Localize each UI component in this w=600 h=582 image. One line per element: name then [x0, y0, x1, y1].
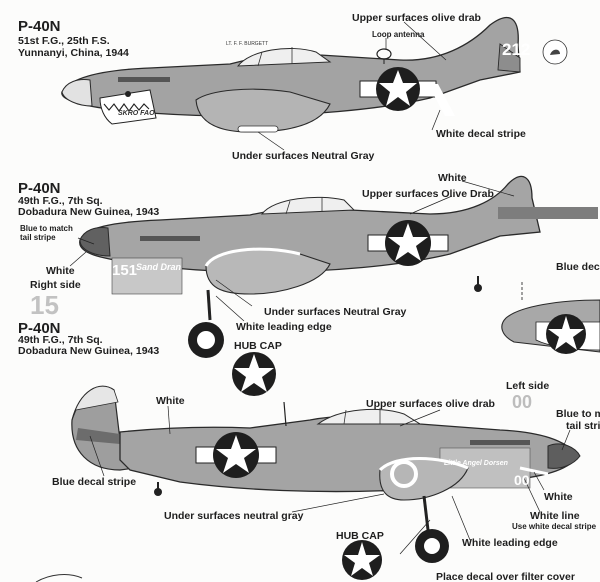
label-under-surfaces-2: Under surfaces Neutral Gray [264, 306, 407, 318]
loop-antenna [376, 48, 392, 60]
tail-number-1: 212 [502, 40, 531, 59]
spinner-3 [547, 443, 581, 469]
nose-name-3: Little Angel Dorsen [444, 460, 508, 467]
profile-2-unit: 49th F.G., 7th Sq. [18, 195, 103, 207]
profile-3-unit: 49th F.G., 7th Sq. [18, 334, 103, 346]
label-white-right: White [544, 491, 573, 503]
profile-2-location: Dobadura New Guinea, 1943 [18, 206, 160, 218]
partial-profile [501, 282, 600, 354]
label-upper-surfaces-2: Upper surfaces Olive Drab [362, 188, 494, 200]
shark-mouth-1 [99, 89, 157, 125]
nose-name-2: Sand Dran [136, 262, 182, 272]
label-hub-cap-1: HUB CAP [234, 340, 282, 352]
spinner-1 [61, 79, 93, 107]
blue-decal-stripe [76, 428, 120, 444]
label-right-side: Right side [30, 279, 81, 291]
label-white-2: White [46, 265, 75, 277]
label-upper-surfaces-3: Upper surfaces olive drab [366, 398, 495, 410]
label-use-white-decal: Use white decal stripe [512, 522, 597, 531]
pilot-name: LT. F. F. BURGETT [226, 41, 269, 47]
profile-3-model: P-40N [18, 320, 61, 337]
left-side-number: 00 [512, 392, 533, 412]
canopy-1 [236, 47, 332, 67]
profile-1-unit: 51st F.G., 25th F.S. [18, 35, 110, 47]
hub-cap-2 [342, 540, 382, 580]
profile-1-location: Yunnanyi, China, 1944 [18, 47, 129, 59]
profile-1-model: P-40N [18, 18, 61, 35]
label-white-decal-stripe: White decal stripe [436, 128, 526, 140]
label-upper-surfaces-1: Upper surfaces olive drab [352, 12, 481, 24]
profile-2-model: P-40N [18, 180, 61, 197]
hub-cap-1 [232, 352, 276, 396]
label-leading-edge-3: White leading edge [462, 537, 558, 549]
aircraft-profile-1 [61, 16, 568, 151]
label-white-line: White line [530, 510, 580, 522]
label-loop-antenna: Loop antenna [372, 30, 425, 39]
label-leading-edge-2: White leading edge [236, 321, 332, 333]
label-blue-dec: Blue dec [556, 261, 600, 273]
label-left-side: Left side [506, 380, 550, 392]
side-number-15: 15 [30, 290, 59, 320]
wing-1 [195, 88, 331, 133]
label-hub-cap-2: HUB CAP [336, 530, 384, 542]
label-blue-decal-stripe: Blue decal stripe [52, 476, 137, 488]
canopy-2 [260, 196, 356, 215]
label-blue-to-match-3: Blue to m [556, 408, 600, 420]
label-filter-cover: Place decal over filter cover [436, 571, 575, 582]
label-white-3: White [156, 395, 185, 407]
nose-art-1: SKRO FAO [118, 110, 155, 117]
aircraft-profile-2 [69, 175, 598, 358]
label-blue-to-match: Blue to match tail stripe [20, 224, 73, 242]
label-white-top: White [438, 172, 467, 184]
nose-number-2: 151 [112, 262, 138, 279]
aircraft-profile-3 [71, 385, 581, 563]
spinner-2 [79, 227, 111, 257]
canopy-3 [316, 408, 422, 425]
label-under-surfaces-1: Under surfaces Neutral Gray [232, 150, 375, 162]
nose-number-3: 00 [514, 472, 530, 488]
white-decal-stripe [428, 84, 455, 116]
label-under-surfaces-3: Under surfaces neutral gray [164, 510, 304, 522]
label-tail-stripe-3: tail strip [566, 420, 600, 432]
profile-3-location: Dobadura New Guinea, 1943 [18, 345, 160, 357]
